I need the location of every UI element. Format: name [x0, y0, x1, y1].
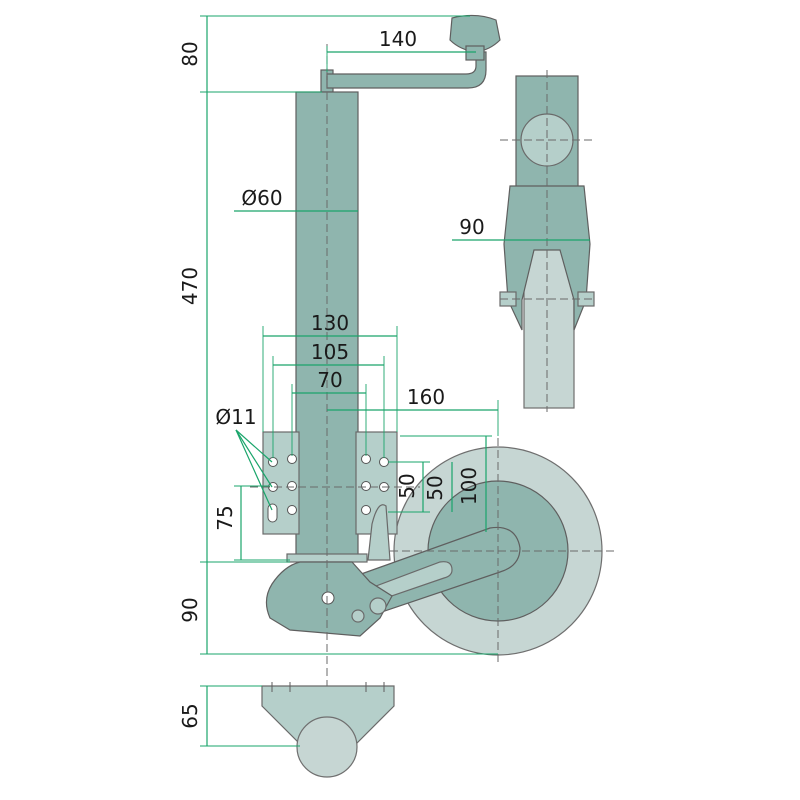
bracket-hole [361, 481, 371, 491]
foot-hole [321, 591, 335, 605]
label-hole-spacing-75: 75 [213, 505, 237, 530]
dimension-labels: 80 140 470 Ø60 90 130 105 70 160 Ø11 75 … [178, 27, 485, 729]
label-bracket-105: 105 [311, 340, 349, 364]
main-side-view [250, 14, 618, 690]
base-tube-section [296, 716, 358, 778]
label-tube-diameter: Ø60 [241, 186, 282, 210]
label-hole-spacing-50b: 50 [423, 475, 447, 500]
locking-lever [367, 504, 391, 561]
label-crank-reach: 140 [379, 27, 417, 51]
bracket-hole [287, 505, 297, 515]
bracket-hole [361, 505, 371, 515]
label-base-height: 65 [178, 703, 202, 728]
label-crank-height: 80 [178, 41, 202, 66]
bracket-hole [287, 481, 297, 491]
foot-pivot [369, 597, 387, 615]
swing-arm-slot [375, 561, 453, 601]
label-foot-height: 90 [178, 597, 202, 622]
foot-bolt [351, 609, 365, 623]
label-hole-spacing-50a: 50 [395, 473, 419, 498]
label-side-width: 90 [459, 215, 484, 239]
label-bracket-70: 70 [317, 368, 342, 392]
bottom-view [261, 682, 395, 778]
bracket-hole [379, 457, 389, 467]
bracket-slot [267, 503, 278, 523]
label-tube-length: 470 [178, 267, 202, 305]
dimension-lines [200, 15, 590, 747]
crank-arm [326, 51, 487, 89]
label-axle-height: 100 [457, 467, 481, 505]
bracket-hole [268, 457, 278, 467]
knob-neck [465, 45, 485, 61]
crank-knob [449, 14, 501, 53]
front-view [499, 70, 595, 412]
crank-handle [320, 14, 501, 93]
label-bracket-130: 130 [311, 311, 349, 335]
label-hole-diameter: Ø11 [215, 405, 256, 429]
label-wheel-offset: 160 [407, 385, 445, 409]
